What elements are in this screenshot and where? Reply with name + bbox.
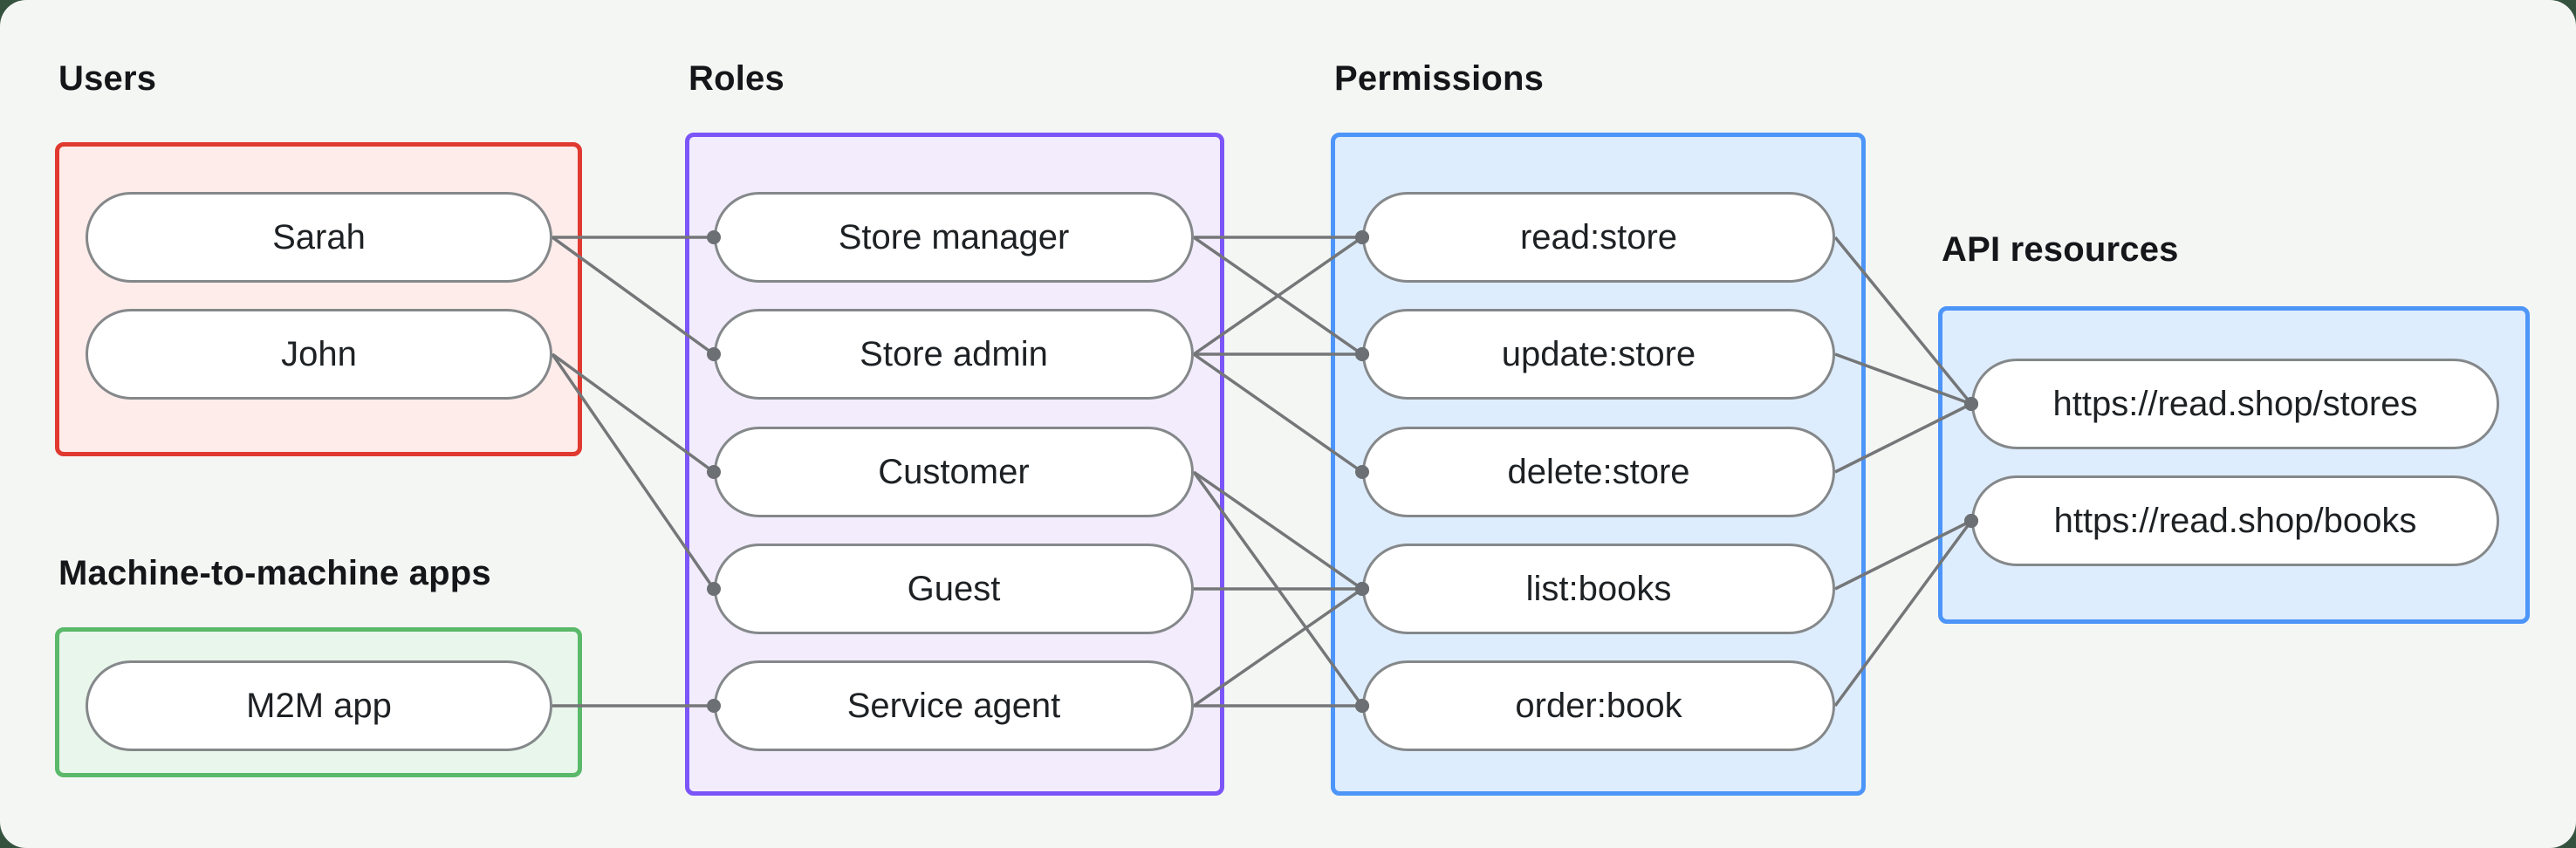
node-customer: Customer <box>714 427 1194 517</box>
node-label-delete-store: delete:store <box>1507 453 1690 491</box>
node-label-store-manager: Store manager <box>838 218 1070 256</box>
node-sarah: Sarah <box>86 192 552 283</box>
node-list-books: list:books <box>1362 544 1835 634</box>
group-label-m2m-apps: Machine-to-machine apps <box>58 554 491 592</box>
node-label-read-store: read:store <box>1519 218 1678 256</box>
node-label-list-books: list:books <box>1525 570 1672 608</box>
node-label-books-api: https://read.shop/books <box>2053 502 2417 540</box>
node-label-sarah: Sarah <box>272 218 366 256</box>
node-label-stores-api: https://read.shop/stores <box>2052 385 2418 423</box>
node-m2m-app: M2M app <box>86 660 552 751</box>
node-store-admin: Store admin <box>714 309 1194 400</box>
group-label-api-resources: API resources <box>1942 230 2179 269</box>
node-label-customer: Customer <box>878 453 1030 491</box>
node-label-service-agent: Service agent <box>846 687 1061 725</box>
node-label-update-store: update:store <box>1501 335 1696 373</box>
node-service-agent: Service agent <box>714 660 1194 751</box>
node-update-store: update:store <box>1362 309 1835 400</box>
node-store-manager: Store manager <box>714 192 1194 283</box>
group-label-permissions: Permissions <box>1334 59 1545 98</box>
group-label-roles: Roles <box>689 59 784 98</box>
node-order-book: order:book <box>1362 660 1835 751</box>
node-label-john: John <box>281 335 357 373</box>
node-label-store-admin: Store admin <box>860 335 1048 373</box>
group-label-users: Users <box>58 59 157 98</box>
node-john: John <box>86 309 552 400</box>
node-label-m2m-app: M2M app <box>246 687 392 725</box>
node-read-store: read:store <box>1362 192 1835 283</box>
node-label-order-book: order:book <box>1515 687 1682 725</box>
node-stores-api: https://read.shop/stores <box>1971 359 2499 449</box>
node-guest: Guest <box>714 544 1194 634</box>
node-label-guest: Guest <box>907 570 1001 608</box>
